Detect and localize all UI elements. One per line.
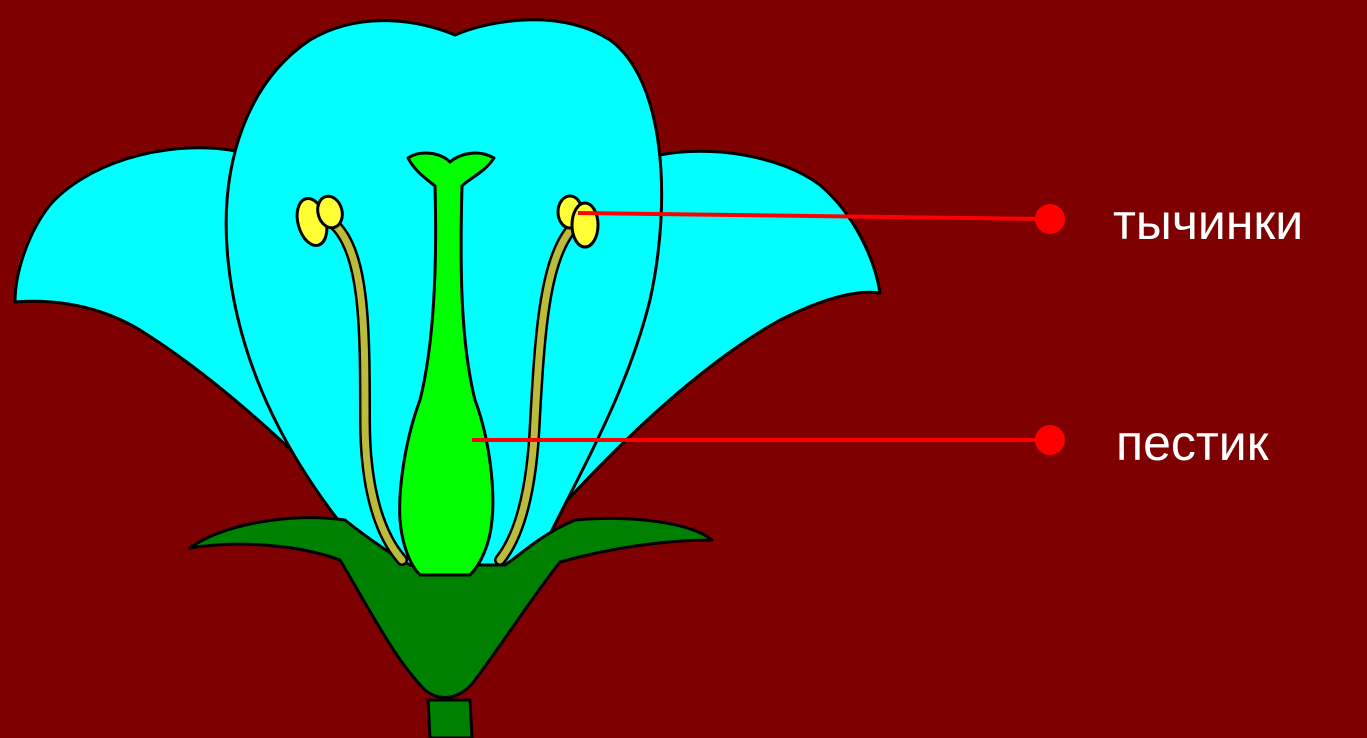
pistil-pointer-dot [1035,425,1065,455]
stamens-label: тычинки [1113,197,1303,247]
pistil-label: пестик [1116,418,1269,468]
stamens-pointer-dot [1035,204,1065,234]
pedicel [428,700,472,738]
